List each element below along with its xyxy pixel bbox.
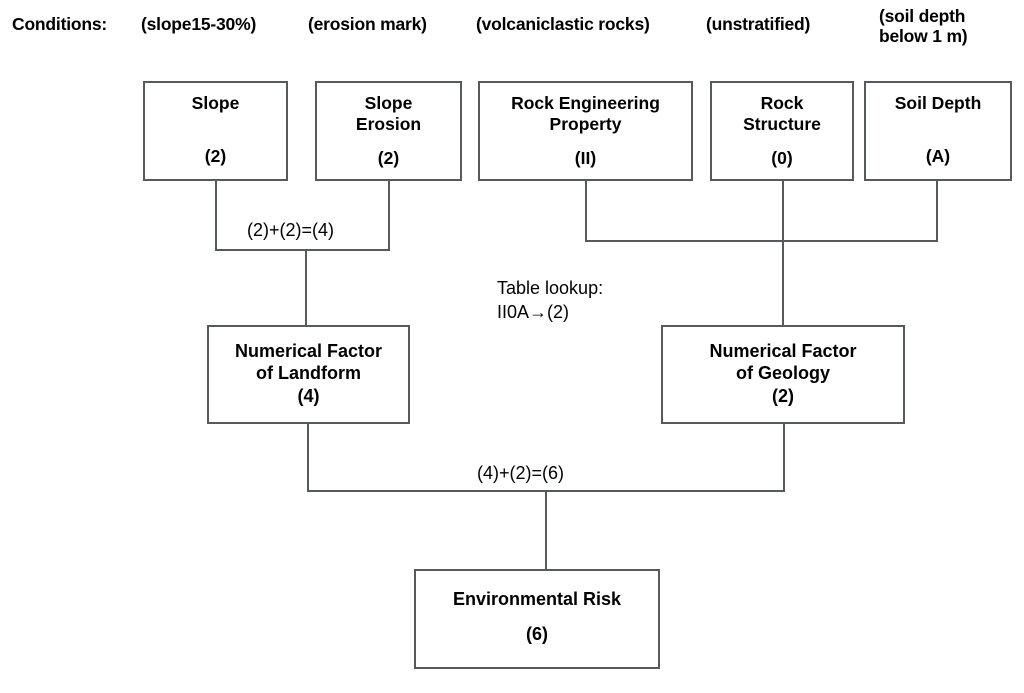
node-environmental-risk-value: (6) [526,624,548,644]
node-numerical-factor-geology-title: Numerical Factor of Geology [709,341,857,383]
node-rock-engineering-property-value: (II) [574,148,597,168]
node-numerical-factor-landform[interactable]: Numerical Factor of Landform (4) [207,325,410,424]
node-slope-erosion-title: Slope Erosion [355,93,422,134]
node-soil-depth[interactable]: Soil Depth (A) [864,81,1012,181]
connector-soil-depth-down [936,181,938,242]
node-rock-structure[interactable]: Rock Structure (0) [710,81,854,181]
connector-slope-down [215,181,217,251]
node-environmental-risk[interactable]: Environmental Risk (6) [414,569,660,669]
connector-slope-erosion-down [388,181,390,251]
node-slope[interactable]: Slope (2) [143,81,288,181]
node-numerical-factor-landform-title: Numerical Factor of Landform [234,341,383,383]
connector-rock-structure-down [782,181,784,325]
node-slope-title: Slope [191,93,240,113]
annotation-table-lookup: Table lookup: II0A→(2) [497,276,604,325]
connector-risk-drop [545,490,547,569]
connector-geology-join-bar [585,240,938,242]
connector-rock-property-down [585,181,587,242]
condition-label-rock-structure: (unstratified) [706,14,811,34]
connector-landform-join-bar [215,249,390,251]
node-soil-depth-title: Soil Depth [894,93,982,113]
node-environmental-risk-title: Environmental Risk [452,589,622,609]
connector-geology-down [783,424,785,492]
node-rock-structure-title: Rock Structure [743,93,821,134]
connector-landform-down [307,424,309,492]
node-rock-structure-value: (0) [771,148,793,168]
node-numerical-factor-geology[interactable]: Numerical Factor of Geology (2) [661,325,905,424]
node-soil-depth-value: (A) [925,146,951,166]
node-slope-value: (2) [204,146,227,166]
node-numerical-factor-landform-value: (4) [297,386,320,407]
node-rock-engineering-property[interactable]: Rock Engineering Property (II) [478,81,693,181]
annotation-risk-sum: (4)+(2)=(6) [473,463,569,484]
condition-label-rock-property: (volcaniclastic rocks) [476,14,650,34]
node-numerical-factor-geology-value: (2) [772,386,794,407]
node-slope-erosion-value: (2) [377,148,400,168]
annotation-landform-sum: (2)+(2)=(4) [243,220,339,241]
connector-landform-drop [305,249,307,325]
node-slope-erosion[interactable]: Slope Erosion (2) [315,81,462,181]
node-rock-engineering-property-title: Rock Engineering Property [511,93,660,134]
condition-label-slope: (slope15-30%) [141,14,257,34]
condition-label-erosion: (erosion mark) [308,14,427,34]
condition-label-soil-depth: (soil depth below 1 m) [879,6,968,47]
conditions-prefix-label: Conditions: [12,14,107,34]
